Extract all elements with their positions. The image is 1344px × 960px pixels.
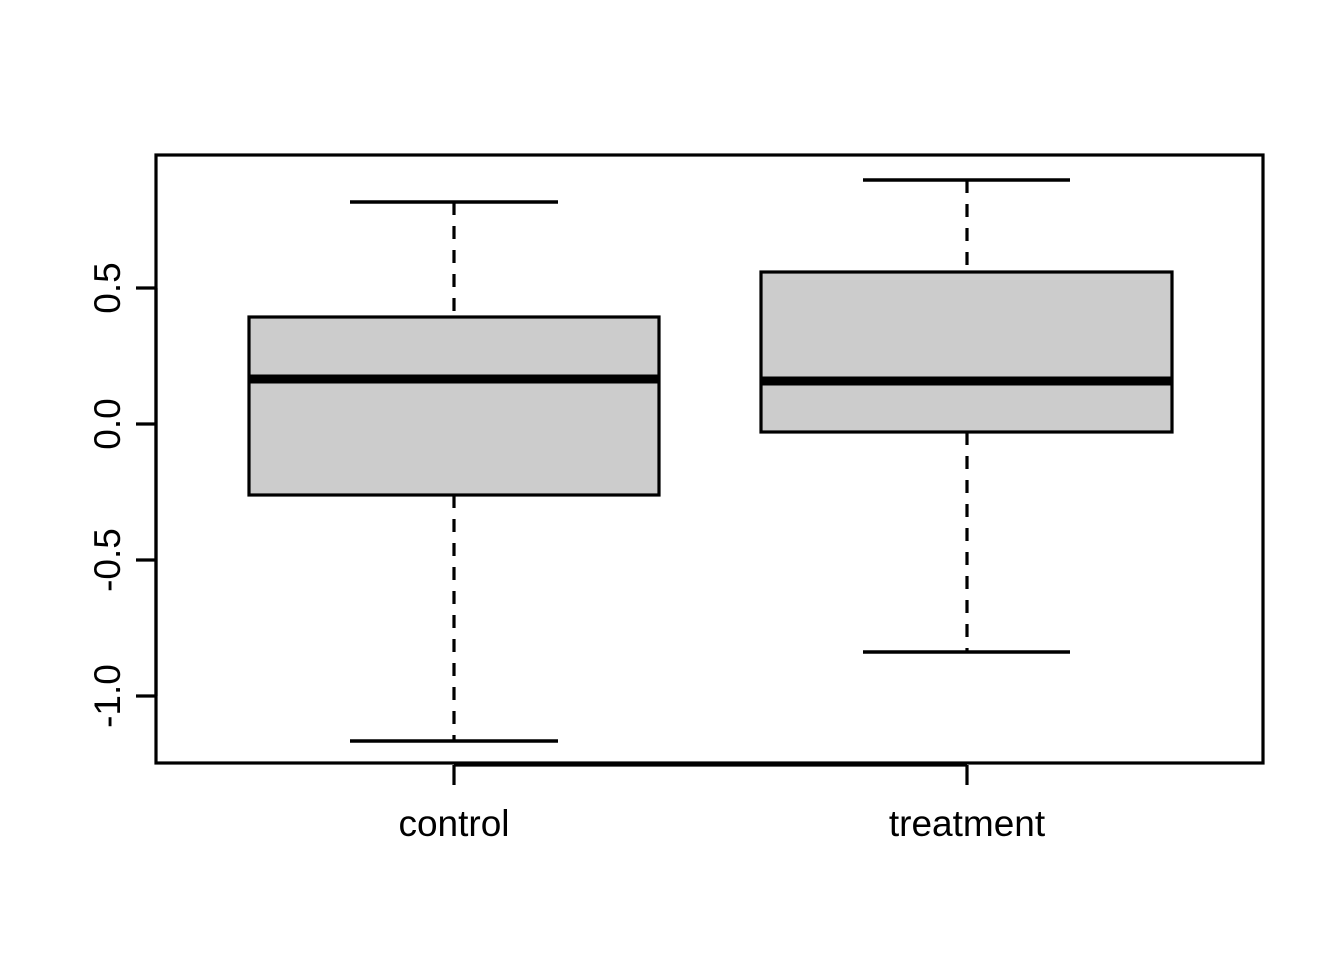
x-tick-label-control: control (398, 803, 509, 844)
x-axis-labels: control treatment (398, 803, 1045, 844)
x-tick-label-treatment: treatment (889, 803, 1046, 844)
y-axis-ticks (136, 286, 158, 698)
y-tick-label-3: -1.0 (87, 664, 128, 728)
box-group-control[interactable] (247, 200, 661, 743)
y-tick-label-0: 0.5 (87, 262, 128, 313)
box-group-treatment[interactable] (759, 178, 1174, 654)
y-axis-labels: 0.5 0.0 -0.5 -1.0 (87, 262, 128, 728)
y-tick-label-1: 0.0 (87, 398, 128, 449)
box-iqr-treatment[interactable] (759, 270, 1174, 434)
x-axis (452, 763, 969, 785)
box-iqr-control[interactable] (247, 315, 661, 497)
y-tick-label-2: -0.5 (87, 528, 128, 592)
